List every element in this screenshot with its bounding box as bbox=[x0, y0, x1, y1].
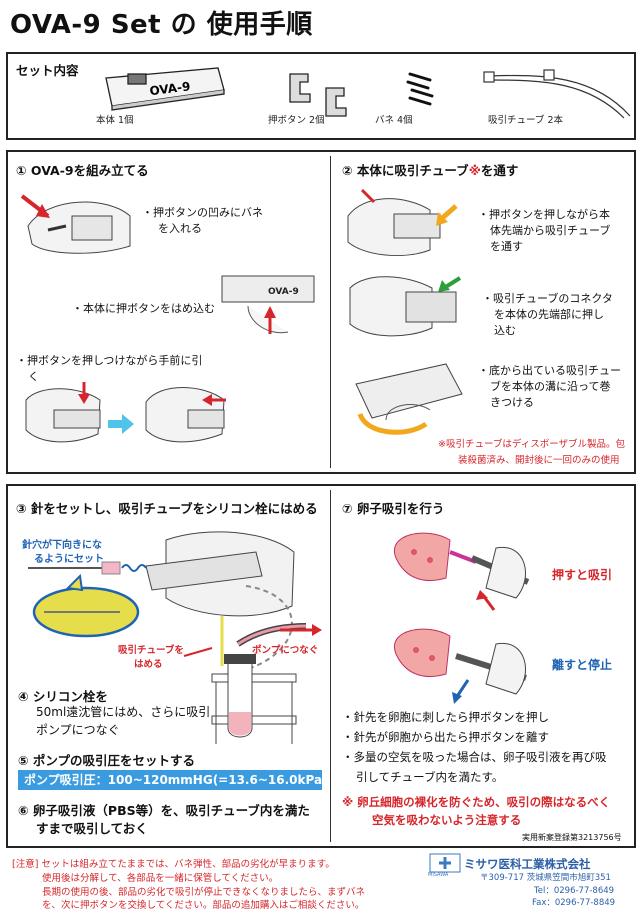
steps-divider-2 bbox=[330, 490, 331, 842]
step1-photo-pull-after bbox=[145, 387, 226, 443]
step2-note-2a: ・吸引チューブのコネクタ bbox=[482, 292, 613, 305]
step7-note-2: ・針先が卵胞から出たら押ボタンを離す bbox=[342, 730, 549, 744]
device-marking: OVA-9 bbox=[149, 79, 191, 98]
step1-heading: ① OVA-9を組み立てる bbox=[16, 163, 149, 178]
step2-photo-wind bbox=[355, 363, 463, 435]
patent-number: 実用新案登録第3213756号 bbox=[522, 833, 622, 842]
step2-note-3a: ・底から出ている吸引チュー bbox=[478, 364, 621, 377]
company-name: ミサワ医科工業株式会社 bbox=[464, 857, 591, 871]
push-button-illustration bbox=[289, 73, 347, 117]
step7-release-label: 離すと停止 bbox=[552, 658, 613, 672]
step2-note-2b: を本体の先端部に押し bbox=[494, 308, 604, 321]
step4-line-2: ポンプにつなぐ bbox=[36, 723, 120, 737]
step2-note-1c: を通す bbox=[490, 240, 523, 253]
kit-heading: セット内容 bbox=[16, 63, 79, 78]
step3-pump-label: ポンプにつなぐ bbox=[252, 645, 319, 656]
step7-note-3b: 引してチューブ内を満たす。 bbox=[356, 770, 504, 784]
step2-photo-thread bbox=[347, 188, 458, 257]
step2-footnote-2: 装殺菌済み、開封後に一回のみの使用 bbox=[458, 455, 620, 466]
step1-photo-pull-before bbox=[25, 382, 101, 443]
step2-note-2c: 込む bbox=[494, 324, 516, 337]
step2-note-1a: ・押ボタンを押しながら本 bbox=[478, 208, 610, 221]
notice-line-2: 使用後は分解して、各部品を一緒に保管してください。 bbox=[42, 873, 279, 884]
company-address: 〒309-717 茨城県笠間市旭町351 bbox=[480, 873, 611, 883]
step2-note-1b: 体先端から吸引チューブ bbox=[490, 224, 611, 237]
step5-heading: ⑤ ポンプの吸引圧をセットする bbox=[18, 753, 196, 768]
step3-needle-note-2: るようにセット bbox=[34, 554, 104, 565]
step2-photo-connector bbox=[349, 276, 462, 337]
notice-line-4: を、次に押ボタンを交換してください。部品の追加購入はご相談ください。 bbox=[42, 900, 365, 910]
spring-illustration bbox=[406, 72, 434, 106]
kit-item-button-label: 押ボタン 2個 bbox=[268, 115, 325, 126]
pump-pressure-bar: ポンプ吸引圧：100~120mmHG(=13.6~16.0kPa) bbox=[18, 770, 328, 790]
step7-heading: ⑦ 卵子吸引を行う bbox=[342, 501, 445, 516]
step1-note-1a: ・押ボタンの凹みにバネ bbox=[142, 206, 263, 219]
step2-note-3c: きつける bbox=[490, 396, 534, 409]
next-arrow-icon bbox=[108, 414, 134, 434]
step6-heading: ⑥ 卵子吸引液（PBS等）を、吸引チューブ内を満た bbox=[18, 803, 310, 818]
step1-photo-spring bbox=[20, 194, 131, 254]
step3-needle-note-1: 針穴が下向きにな bbox=[22, 540, 102, 551]
company-tel: Tel：0296-77-8649 bbox=[534, 886, 615, 896]
step1-note-2: ・本体に押ボタンをはめ込む bbox=[72, 302, 215, 315]
company-fax: Fax：0296-77-8849 bbox=[532, 898, 616, 908]
kit-item-body-label: 本体 1個 bbox=[96, 115, 134, 126]
step2-note-3b: ブを本体の溝に沿って巻 bbox=[490, 380, 611, 393]
company-logo-icon bbox=[429, 853, 461, 873]
page-title: OVA-9 Set の 使用手順 bbox=[10, 10, 313, 40]
step3-setup-illustration bbox=[28, 531, 322, 744]
step1-note-1b: を入れる bbox=[158, 222, 202, 235]
step7-warning-1: ※ 卵丘細胞の裸化を防ぐため、吸引の際はなるべく bbox=[342, 795, 611, 809]
step1-note-3b: く bbox=[28, 370, 39, 383]
step2-footnote-1: ※吸引チューブはディスポーザブル製品。包 bbox=[438, 439, 626, 450]
step7-note-1: ・針先を卵胞に刺したら押ボタンを押し bbox=[342, 710, 549, 724]
step3-tube-label-2: はめる bbox=[134, 659, 163, 670]
step1-note-3a: ・押ボタンを押しつけながら手前に引 bbox=[16, 354, 203, 367]
step4-line-1: 50ml遠沈管にはめ、さらに吸引 bbox=[36, 705, 211, 719]
notice-line-1: [注意] セットは組み立てたままでは、バネ弾性、部品の劣化が早まります。 bbox=[12, 859, 335, 870]
svg-text:OVA-9: OVA-9 bbox=[268, 287, 299, 297]
kit-item-tube-label: 吸引チューブ 2本 bbox=[488, 115, 563, 126]
step6-line-2: すまで吸引しておく bbox=[36, 821, 148, 836]
step2-heading: ② 本体に吸引チューブ※を通す bbox=[342, 163, 519, 178]
step7-release-illustration bbox=[393, 628, 527, 704]
step7-warning-2: 空気を吸わないよう注意する bbox=[372, 813, 522, 827]
steps-divider bbox=[330, 156, 331, 468]
step4-heading: ④ シリコン栓を bbox=[18, 689, 108, 704]
step3-tube-label-1: 吸引チューブを bbox=[118, 645, 184, 656]
notice-line-3: 長期の使用の後、部品の劣化で吸引が停止できなくなりましたら、まずバネ bbox=[42, 887, 366, 898]
step7-press-illustration bbox=[393, 532, 530, 611]
step7-note-3a: ・多量の空気を吸った場合は、卵子吸引液を再び吸 bbox=[342, 750, 607, 764]
step3-heading: ③ 針をセットし、吸引チューブをシリコン栓にはめる bbox=[16, 501, 318, 516]
tube-illustration bbox=[483, 69, 631, 119]
device-body-illustration: OVA-9 bbox=[105, 67, 225, 111]
kit-item-spring-label: バネ 4個 bbox=[375, 115, 413, 126]
company-logo-text: MISAWA bbox=[428, 872, 449, 878]
step7-press-label: 押すと吸引 bbox=[552, 568, 613, 582]
step1-photo-insert: OVA-9 bbox=[221, 275, 315, 334]
